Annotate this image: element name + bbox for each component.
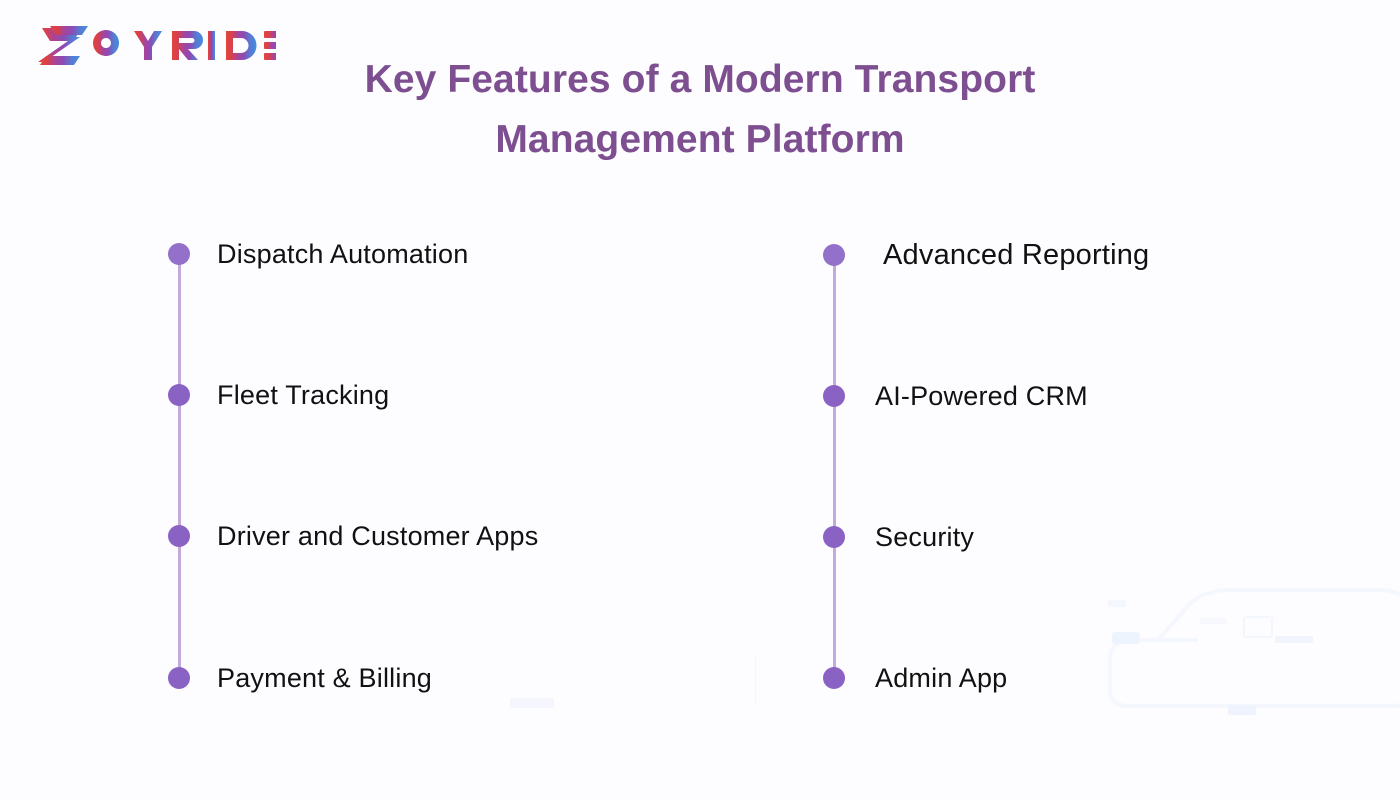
feature-item-admin-app[interactable]: Admin App — [815, 658, 1007, 698]
timeline-dot-icon — [168, 384, 190, 406]
feature-item-security[interactable]: Security — [815, 517, 974, 557]
timeline-dot-icon — [823, 667, 845, 689]
timeline-line-right — [833, 254, 836, 678]
timeline-dot-icon — [823, 526, 845, 548]
feature-label: AI-Powered CRM — [875, 380, 1088, 411]
timeline-dot-icon — [168, 525, 190, 547]
feature-label: Driver and Customer Apps — [217, 520, 539, 551]
feature-column-right: Advanced Reporting AI-Powered CRM Securi… — [815, 225, 1375, 695]
feature-item-ai-powered-crm[interactable]: AI-Powered CRM — [815, 376, 1088, 416]
timeline-dot-icon — [823, 385, 845, 407]
feature-label: Admin App — [875, 662, 1008, 693]
timeline-dot-icon — [823, 244, 845, 266]
feature-label: Advanced Reporting — [883, 238, 1150, 271]
feature-item-driver-and-customer-apps[interactable]: Driver and Customer Apps — [160, 516, 538, 556]
feature-item-advanced-reporting[interactable]: Advanced Reporting — [815, 235, 1149, 275]
feature-label: Security — [875, 521, 975, 552]
feature-item-dispatch-automation[interactable]: Dispatch Automation — [160, 234, 468, 274]
feature-column-left: Dispatch Automation Fleet Tracking Drive… — [160, 225, 760, 695]
timeline-dot-icon — [168, 667, 190, 689]
feature-label: Payment & Billing — [217, 662, 432, 693]
page-title: Key Features of a Modern Transport Manag… — [0, 50, 1400, 170]
page-title-line-2: Management Platform — [495, 118, 905, 161]
feature-item-fleet-tracking[interactable]: Fleet Tracking — [160, 375, 389, 415]
timeline-line-left — [178, 254, 181, 678]
brand-logo[interactable] — [36, 20, 276, 70]
feature-label: Fleet Tracking — [217, 379, 390, 410]
feature-label: Dispatch Automation — [217, 238, 469, 269]
timeline-dot-icon — [168, 243, 190, 265]
zoyride-logo-icon — [38, 26, 276, 65]
page-title-line-1: Key Features of a Modern Transport — [364, 58, 1036, 101]
features-section: Dispatch Automation Fleet Tracking Drive… — [0, 225, 1400, 705]
feature-item-payment-and-billing[interactable]: Payment & Billing — [160, 658, 432, 698]
watermark-bar — [1228, 705, 1256, 715]
